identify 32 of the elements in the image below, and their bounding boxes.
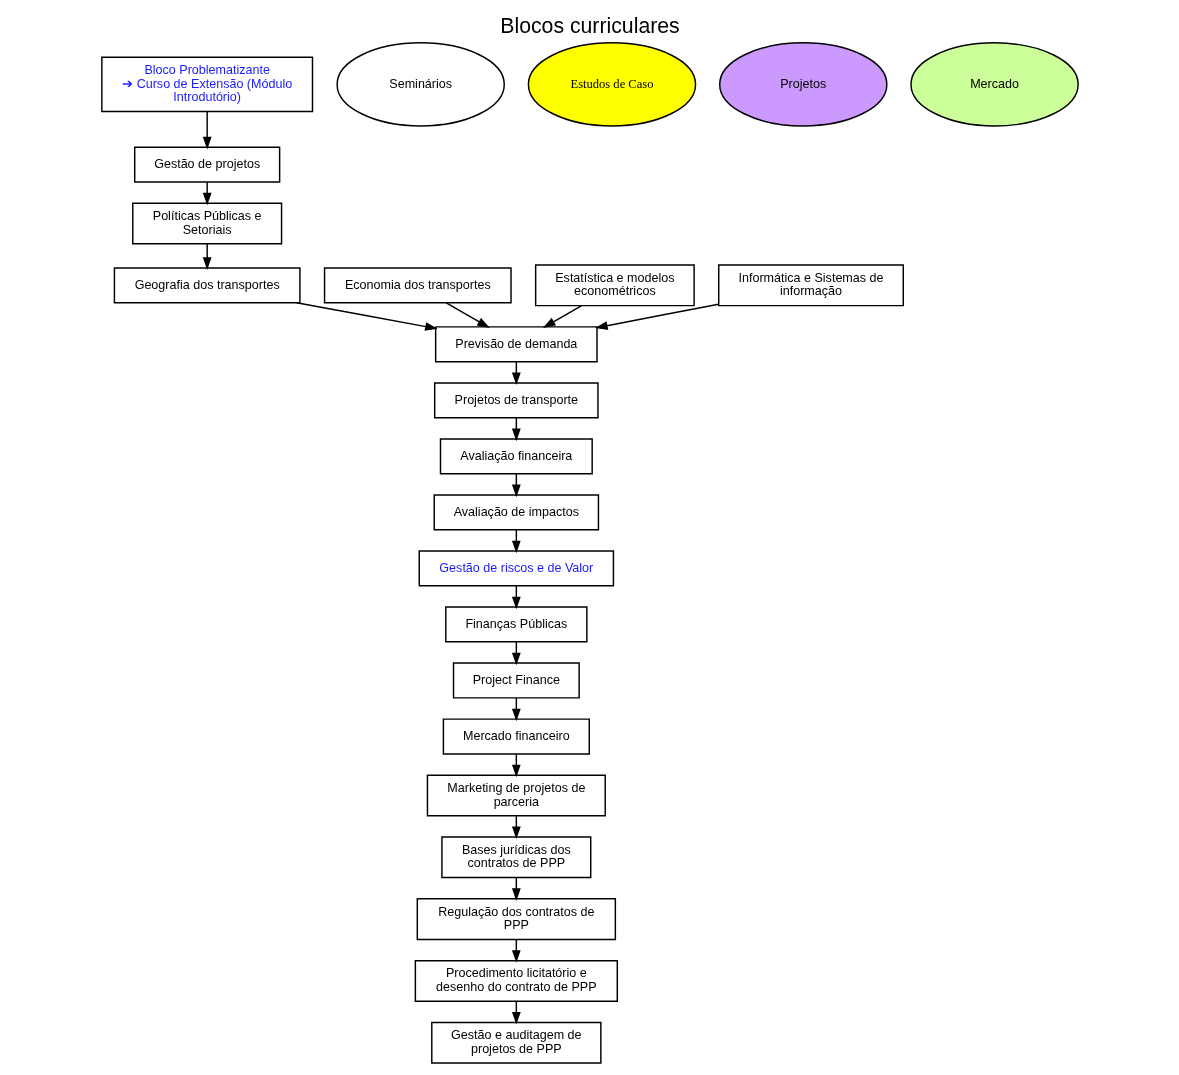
node-ellipse: Projetos [718, 42, 888, 127]
node-box: Avaliação de impactos [433, 494, 599, 531]
node-ellipse: Estudos de Caso [527, 42, 696, 127]
diagram-title: Blocos curriculares [499, 13, 680, 38]
arrow [594, 303, 719, 330]
node-ellipse: Seminários [335, 42, 505, 127]
node-box: Procedimento licitatório e desenho do contrato de PPP [414, 959, 618, 1002]
node-box: Avaliação financeira [439, 438, 593, 475]
node-box: Bloco Problematizante ➔ Curso de Extensão (Módulo Introdutório) [100, 56, 313, 113]
node-box: Projetos de transporte [433, 382, 599, 419]
node-box: Informática e Sistemas de informação [717, 264, 904, 307]
node-box: Marketing de projetos de parceria [426, 774, 606, 817]
node-box: Geografia dos transportes [113, 267, 301, 304]
arrow [202, 181, 212, 206]
node-box: Mercado financeiro [442, 718, 590, 755]
node-box: Estatística e modelos econométricos [534, 264, 695, 307]
arrow [202, 111, 212, 150]
node-box: Regulação dos contratos de PPP [416, 898, 616, 941]
node-box: Previsão de demanda [434, 326, 598, 363]
node-box: Economia dos transportes [323, 267, 512, 304]
node-ellipse: Mercado [909, 42, 1079, 127]
arrow [202, 243, 212, 270]
node-box: Gestão e auditagem de projetos de PPP [430, 1021, 602, 1064]
node-box: Bases jurídicas dos contratos de PPP [440, 836, 591, 879]
node-box: Gestão de projetos [133, 146, 280, 183]
arrow [295, 302, 438, 331]
arrow [542, 305, 582, 328]
node-box: Project Finance [452, 662, 580, 699]
node-box: Políticas Públicas e Setoriais [131, 202, 282, 245]
arrow [445, 302, 490, 328]
node-box: Finanças Públicas [444, 606, 588, 643]
node-box: Gestão de riscos e de Valor [418, 550, 614, 587]
